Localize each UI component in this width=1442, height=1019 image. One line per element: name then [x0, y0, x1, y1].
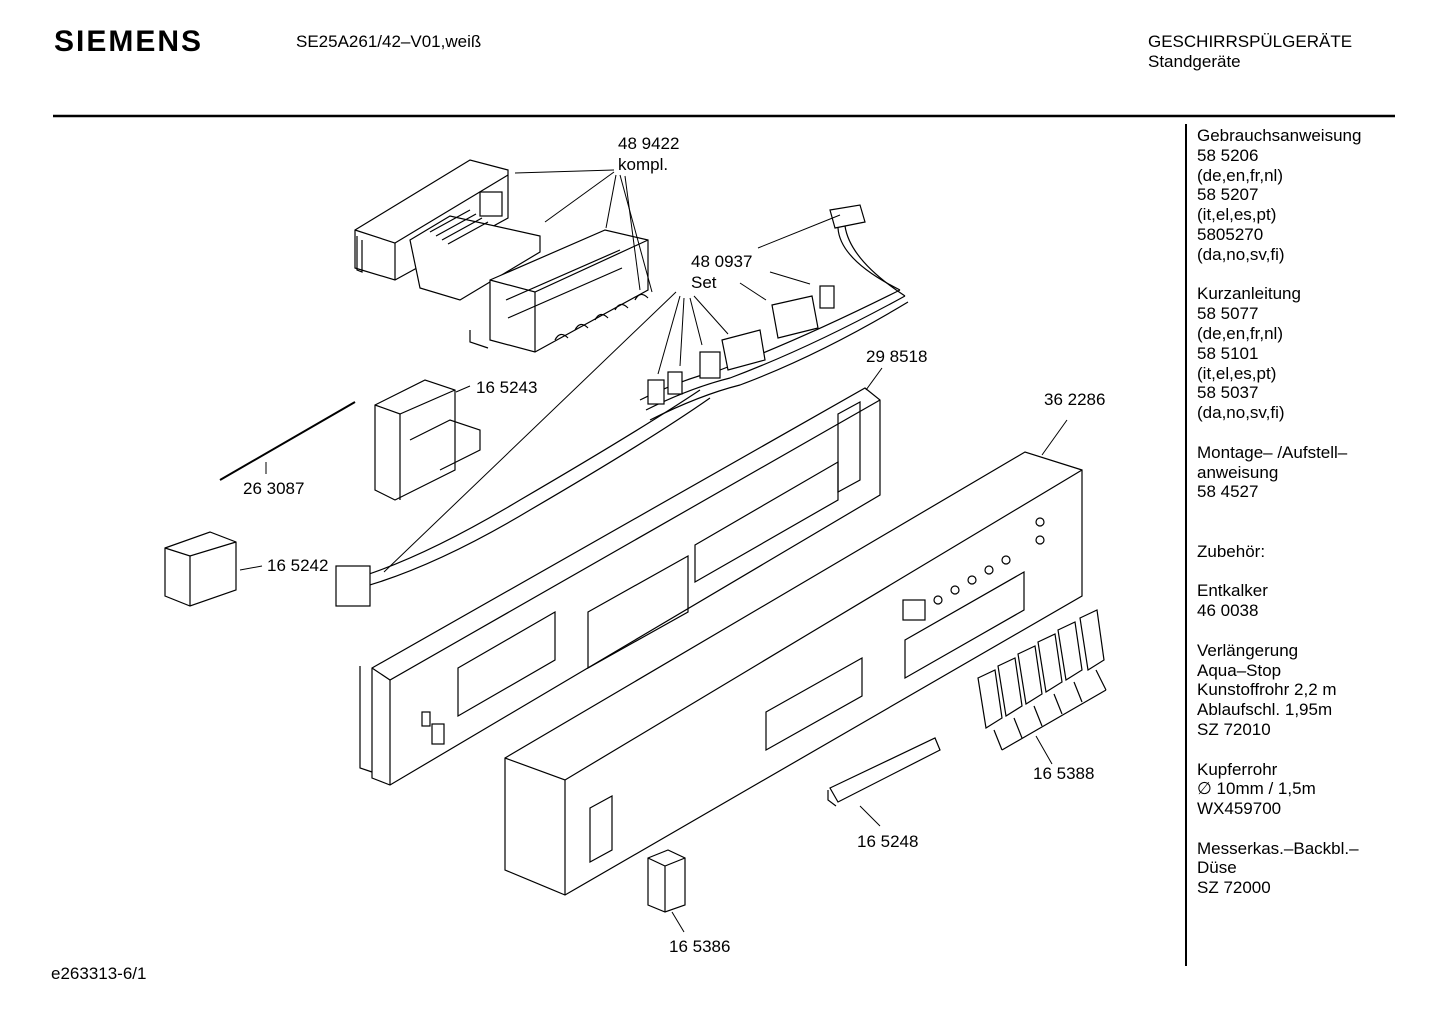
sidebar-line: Montage– /Aufstell–	[1197, 442, 1348, 462]
accessories-sidebar: Gebrauchsanweisung 58 5206 (de,en,fr,nl)…	[1197, 126, 1397, 898]
sidebar-line: SZ 72000	[1197, 878, 1271, 898]
knob-cap-drawing	[647, 849, 686, 913]
sidebar-spacer	[1197, 502, 1397, 522]
sidebar-spacer	[1197, 740, 1397, 760]
sidebar-line: (it,el,es,pt)	[1197, 205, 1277, 225]
sidebar-line: Zubehör:	[1197, 541, 1266, 561]
label-16-5386: 16 5386	[669, 937, 731, 956]
label-16-5242: 16 5242	[267, 556, 329, 575]
category-subtitle: Standgeräte	[1148, 52, 1241, 71]
rod-drawing	[219, 401, 356, 481]
label-48-9422: 48 9422	[618, 134, 680, 153]
button-set-drawing	[977, 609, 1107, 751]
brand-logo: SIEMENS	[54, 25, 204, 58]
sidebar-line: 58 5206	[1197, 145, 1259, 165]
sidebar-line: WX459700	[1197, 799, 1282, 819]
sidebar-line: Kunstoffrohr 2,2 m	[1197, 680, 1337, 700]
sidebar-line: Messerkas.–Backbl.–	[1197, 838, 1359, 858]
sidebar-line: (da,no,sv,fi)	[1197, 403, 1285, 423]
sidebar-line: Kupferrohr	[1197, 759, 1278, 779]
sidebar-spacer	[1197, 562, 1397, 582]
front-panel-drawing	[504, 451, 1083, 896]
sidebar-spacer	[1197, 265, 1397, 285]
label-26-3087: 26 3087	[243, 479, 305, 498]
category-title: GESCHIRRSPÜLGERÄTE	[1148, 32, 1353, 51]
sidebar-line: (de,en,fr,nl)	[1197, 165, 1283, 185]
sidebar-line: ∅ 10mm / 1,5m	[1197, 779, 1316, 799]
label-16-5388: 16 5388	[1033, 764, 1095, 783]
sidebar-line: anweisung	[1197, 462, 1279, 482]
sidebar-line: 46 0038	[1197, 601, 1259, 621]
sidebar-line: 5805270	[1197, 224, 1264, 244]
sidebar-line: 58 4527	[1197, 482, 1259, 502]
cable-harness-drawing	[335, 204, 909, 607]
sidebar-spacer	[1197, 621, 1397, 641]
sidebar-line: 58 5101	[1197, 343, 1259, 363]
control-module-drawing	[354, 159, 649, 353]
sidebar-line: 58 5077	[1197, 304, 1259, 324]
sidebar-spacer	[1197, 819, 1397, 839]
label-set: Set	[691, 273, 717, 292]
control-panel-frame-drawing	[359, 387, 881, 786]
light-guide-drawing	[827, 737, 941, 807]
sidebar-spacer	[1197, 423, 1397, 443]
model-number: SE25A261/42–V01,weiß	[296, 32, 482, 51]
label-16-5248: 16 5248	[857, 832, 919, 851]
sidebar-line: (da,no,sv,fi)	[1197, 244, 1285, 264]
sidebar-spacer	[1197, 522, 1397, 542]
label-48-0937: 48 0937	[691, 252, 753, 271]
sidebar-line: Gebrauchsanweisung	[1197, 126, 1362, 145]
sidebar-line: Aqua–Stop	[1197, 660, 1282, 680]
label-16-5243: 16 5243	[476, 378, 538, 397]
control-unit-drawing	[374, 379, 481, 501]
sidebar-line: Verlängerung	[1197, 640, 1299, 660]
sidebar-line: (de,en,fr,nl)	[1197, 323, 1283, 343]
label-29-8518: 29 8518	[866, 347, 928, 366]
drawing-code: e263313-6/1	[51, 964, 147, 983]
sidebar-line: Kurzanleitung	[1197, 284, 1301, 304]
leader-lines	[239, 169, 1068, 933]
label-36-2286: 36 2286	[1044, 390, 1106, 409]
sidebar-line: 58 5207	[1197, 185, 1259, 205]
sidebar-line: 58 5037	[1197, 383, 1259, 403]
sidebar-line: SZ 72010	[1197, 719, 1271, 739]
label-kompl: kompl.	[618, 155, 669, 174]
sidebar-line: Düse	[1197, 858, 1237, 878]
sidebar-line: Entkalker	[1197, 581, 1268, 601]
sidebar-line: Ablaufschl. 1,95m	[1197, 700, 1333, 720]
switch-drawing	[164, 531, 237, 607]
sidebar-line: (it,el,es,pt)	[1197, 363, 1277, 383]
